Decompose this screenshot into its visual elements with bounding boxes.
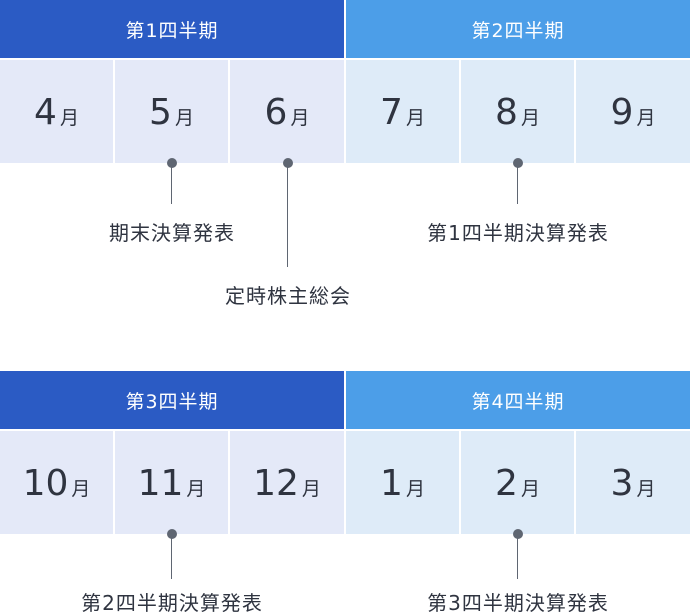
quarter-label: 第2四半期: [471, 19, 565, 42]
month-suffix: 月: [520, 477, 540, 500]
month-number: 9: [610, 91, 634, 133]
marker-stem: [517, 534, 518, 579]
month-suffix: 月: [290, 106, 310, 129]
marker-stem: [517, 163, 518, 204]
quarter-label: 第1四半期: [125, 19, 219, 42]
marker-dot: [283, 158, 293, 168]
quarter-header-q2: 第2四半期: [346, 0, 690, 58]
month-number: 11: [137, 462, 184, 504]
month-number: 6: [264, 91, 288, 133]
month-suffix: 月: [405, 106, 425, 129]
month-suffix: 月: [636, 106, 656, 129]
month-suffix: 月: [520, 106, 540, 129]
quarter-label: 第3四半期: [125, 390, 219, 413]
quarter-header-q3: 第3四半期: [0, 371, 344, 429]
marker-stem: [287, 163, 288, 267]
event-label-year-end-results: 期末決算発表: [109, 221, 235, 245]
marker-dot: [167, 158, 177, 168]
event-label-shareholders-meeting: 定時株主総会: [225, 284, 351, 308]
month-number: 10: [22, 462, 69, 504]
marker-dot: [513, 529, 523, 539]
month-number: 12: [253, 462, 299, 504]
month-suffix: 月: [174, 106, 194, 129]
month-number: 5: [149, 91, 172, 133]
month-suffix: 月: [71, 477, 91, 500]
month-number: 3: [610, 462, 634, 504]
quarter-label: 第4四半期: [471, 390, 565, 413]
marker-stem: [171, 163, 172, 204]
month-number: 4: [34, 91, 57, 133]
month-number: 2: [495, 462, 518, 504]
marker-dot: [167, 529, 177, 539]
month-number: 7: [380, 91, 403, 133]
event-label-q3-results: 第3四半期決算発表: [427, 591, 609, 615]
event-label-q1-results: 第1四半期決算発表: [427, 221, 609, 245]
month-suffix: 月: [59, 106, 79, 129]
quarter-header-q1: 第1四半期: [0, 0, 344, 58]
month-suffix: 月: [405, 477, 425, 500]
month-suffix: 月: [636, 477, 656, 500]
month-suffix: 月: [301, 477, 321, 500]
marker-stem: [171, 534, 172, 579]
month-number: 1: [380, 462, 403, 504]
event-label-q2-results: 第2四半期決算発表: [81, 591, 263, 615]
marker-dot: [513, 158, 523, 168]
month-suffix: 月: [186, 477, 206, 500]
quarter-header-q4: 第4四半期: [346, 371, 690, 429]
month-number: 8: [495, 91, 518, 133]
